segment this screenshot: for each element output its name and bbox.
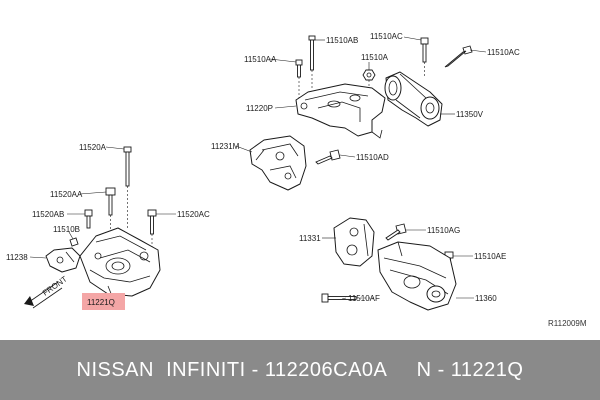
label-11520A: 11520A — [79, 143, 107, 152]
nut-11510B — [69, 237, 79, 247]
bracket-11231M — [249, 135, 307, 191]
part-number-banner: NISSAN INFINITI - 112206CA0A N - 11221Q — [0, 340, 600, 400]
label-11510AC-right: 11510AC — [487, 48, 520, 57]
label-11350V: 11350V — [456, 110, 484, 119]
bolt-11510AF — [321, 293, 376, 303]
label-11510A-top: 11510A — [361, 53, 389, 62]
label-11231M: 11231M — [211, 142, 240, 151]
label-11520AC: 11520AC — [177, 210, 210, 219]
label-11510AE: 11510AE — [474, 252, 506, 261]
bolt-11510AB — [308, 35, 316, 90]
label-11510AF: 11510AF — [348, 294, 380, 303]
label-11510AB: 11510AB — [326, 36, 358, 45]
label-11510AC-top: 11510AC — [370, 32, 403, 41]
bolt-11520AC — [147, 209, 157, 248]
label-11520AB: 11520AB — [32, 210, 64, 219]
parts-diagram: 11510AB 11510AA 11510A 11510AC 11510AC — [6, 32, 587, 328]
label-11331: 11331 — [299, 234, 321, 243]
mount-11350V — [384, 71, 443, 127]
reference-code: R112009M — [548, 319, 587, 328]
label-11510AG: 11510AG — [427, 226, 460, 235]
bolt-11510AG — [385, 223, 407, 241]
label-11520AA: 11520AA — [50, 190, 83, 199]
label-11510AD: 11510AD — [356, 153, 389, 162]
part-number-text: NISSAN INFINITI - 112206CA0A N - 11221Q — [76, 358, 524, 381]
highlight-11221Q — [82, 293, 125, 310]
bolt-11510AC-right — [444, 45, 473, 68]
bolt-11510AC-top — [420, 37, 429, 76]
front-arrow-icon — [24, 281, 63, 309]
bracket-11238 — [45, 247, 81, 273]
nut-11510A — [362, 69, 376, 100]
label-11220P: 11220P — [246, 104, 273, 113]
bolt-11520A — [123, 146, 132, 230]
bracket-11220P — [295, 83, 386, 139]
bolt-11520AB — [84, 209, 93, 229]
mount-11221Q — [79, 227, 161, 297]
bolt-11510AA — [295, 59, 303, 100]
label-11510B: 11510B — [53, 225, 80, 234]
label-11510AA: 11510AA — [244, 55, 277, 64]
front-label: FRONT — [41, 274, 69, 297]
label-11238: 11238 — [6, 253, 28, 262]
bolt-11520AA — [105, 187, 116, 232]
label-11221Q: 11221Q — [87, 298, 115, 307]
label-11360: 11360 — [475, 294, 497, 303]
bracket-11331 — [333, 217, 375, 267]
bolt-11510AD — [315, 149, 341, 165]
mount-11360 — [377, 241, 457, 311]
